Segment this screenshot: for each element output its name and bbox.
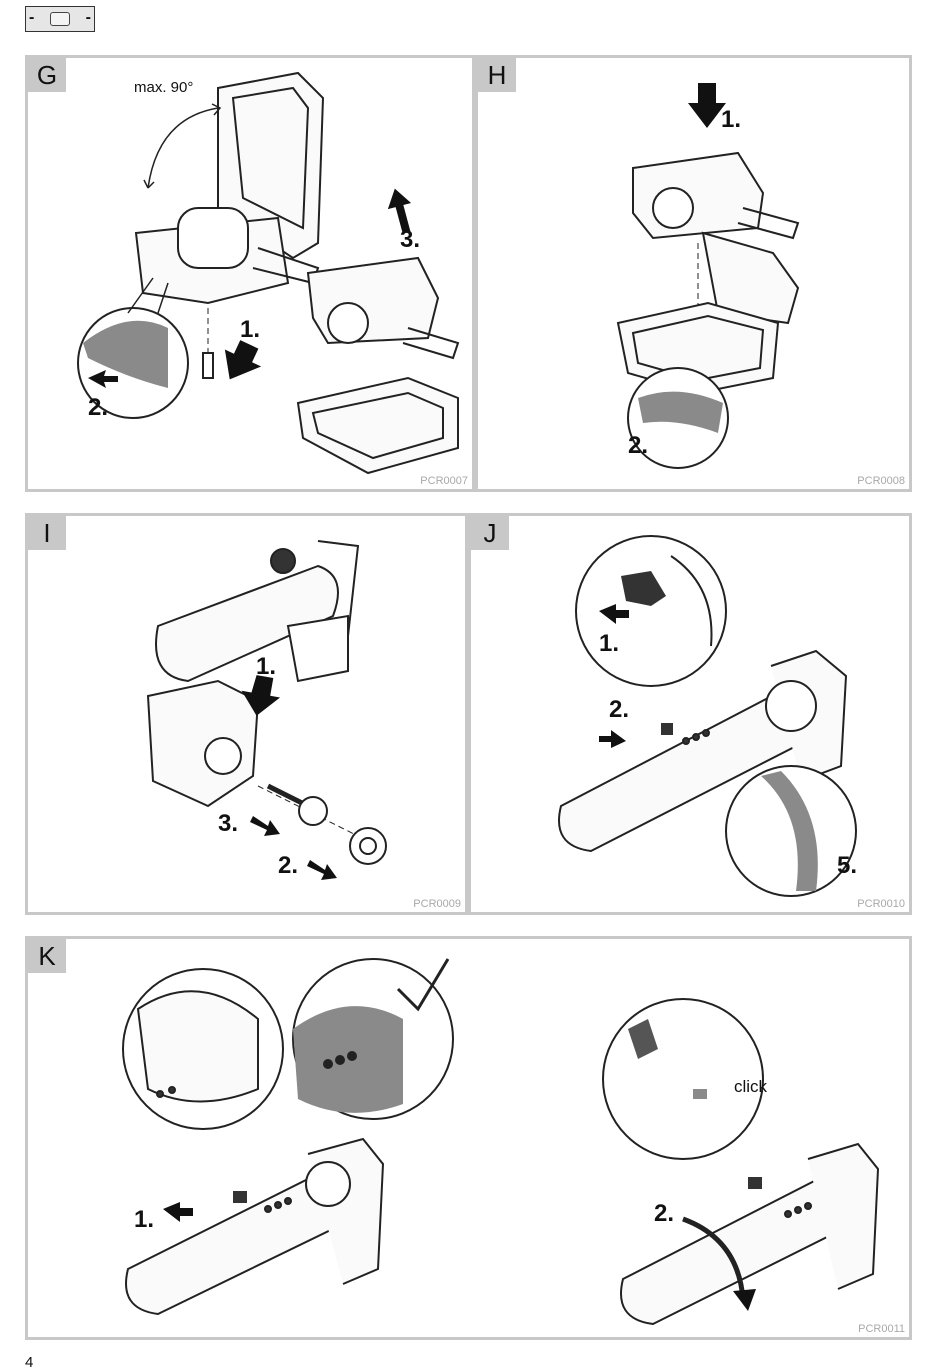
step-g-2: 2. — [88, 394, 109, 421]
step-g-3: 3. — [400, 226, 421, 253]
figure-code-j: PCR0010 — [857, 898, 905, 910]
step-g-1: 1. — [240, 316, 261, 343]
illustration-j — [558, 535, 857, 897]
angle-label: max. 90° — [134, 79, 194, 96]
illustration-h — [616, 83, 800, 469]
header-symbol-box: - - — [25, 6, 95, 32]
figure-code-k: PCR0011 — [858, 1323, 905, 1335]
page-number: 4 — [25, 1354, 34, 1371]
header-right-dash: - — [85, 9, 91, 26]
step-j-5: 5. — [837, 852, 858, 879]
panel-letter-g: G — [28, 58, 66, 92]
step-h-1: 1. — [721, 106, 742, 133]
step-k-2: 2. — [654, 1200, 675, 1227]
panel-j: J 1. 2. 5. PCR0010 — [468, 513, 912, 915]
panel-letter-j: J — [471, 516, 509, 550]
step-i-1: 1. — [256, 653, 277, 680]
figure-code-i: PCR0009 — [413, 898, 461, 910]
panel-k: K 1. 2. click PCR0011 — [25, 936, 912, 1340]
panel-g: G max. 90° 1. 2. 3. PCR0007 — [25, 55, 475, 492]
step-k-1: 1. — [134, 1206, 155, 1233]
step-i-3: 3. — [218, 810, 239, 837]
header-left-dash: - — [29, 9, 35, 26]
illustration-i — [146, 540, 387, 880]
step-h-2: 2. — [628, 432, 649, 459]
panel-h: H 1. 2. PCR0008 — [475, 55, 912, 492]
rounded-rect-icon — [50, 12, 70, 26]
step-j-2: 2. — [609, 696, 630, 723]
illustration-g — [77, 71, 460, 475]
figure-code-g: PCR0007 — [420, 475, 468, 487]
panel-letter-i: I — [28, 516, 66, 550]
step-j-1: 1. — [599, 630, 620, 657]
click-label: click — [734, 1077, 768, 1096]
figure-code-h: PCR0008 — [857, 475, 905, 487]
panel-i: I 1. 2. 3. PCR0009 — [25, 513, 468, 915]
panel-letter-h: H — [478, 58, 516, 92]
step-i-2: 2. — [278, 852, 299, 879]
panel-letter-k: K — [28, 939, 66, 973]
illustration-k — [122, 958, 880, 1326]
